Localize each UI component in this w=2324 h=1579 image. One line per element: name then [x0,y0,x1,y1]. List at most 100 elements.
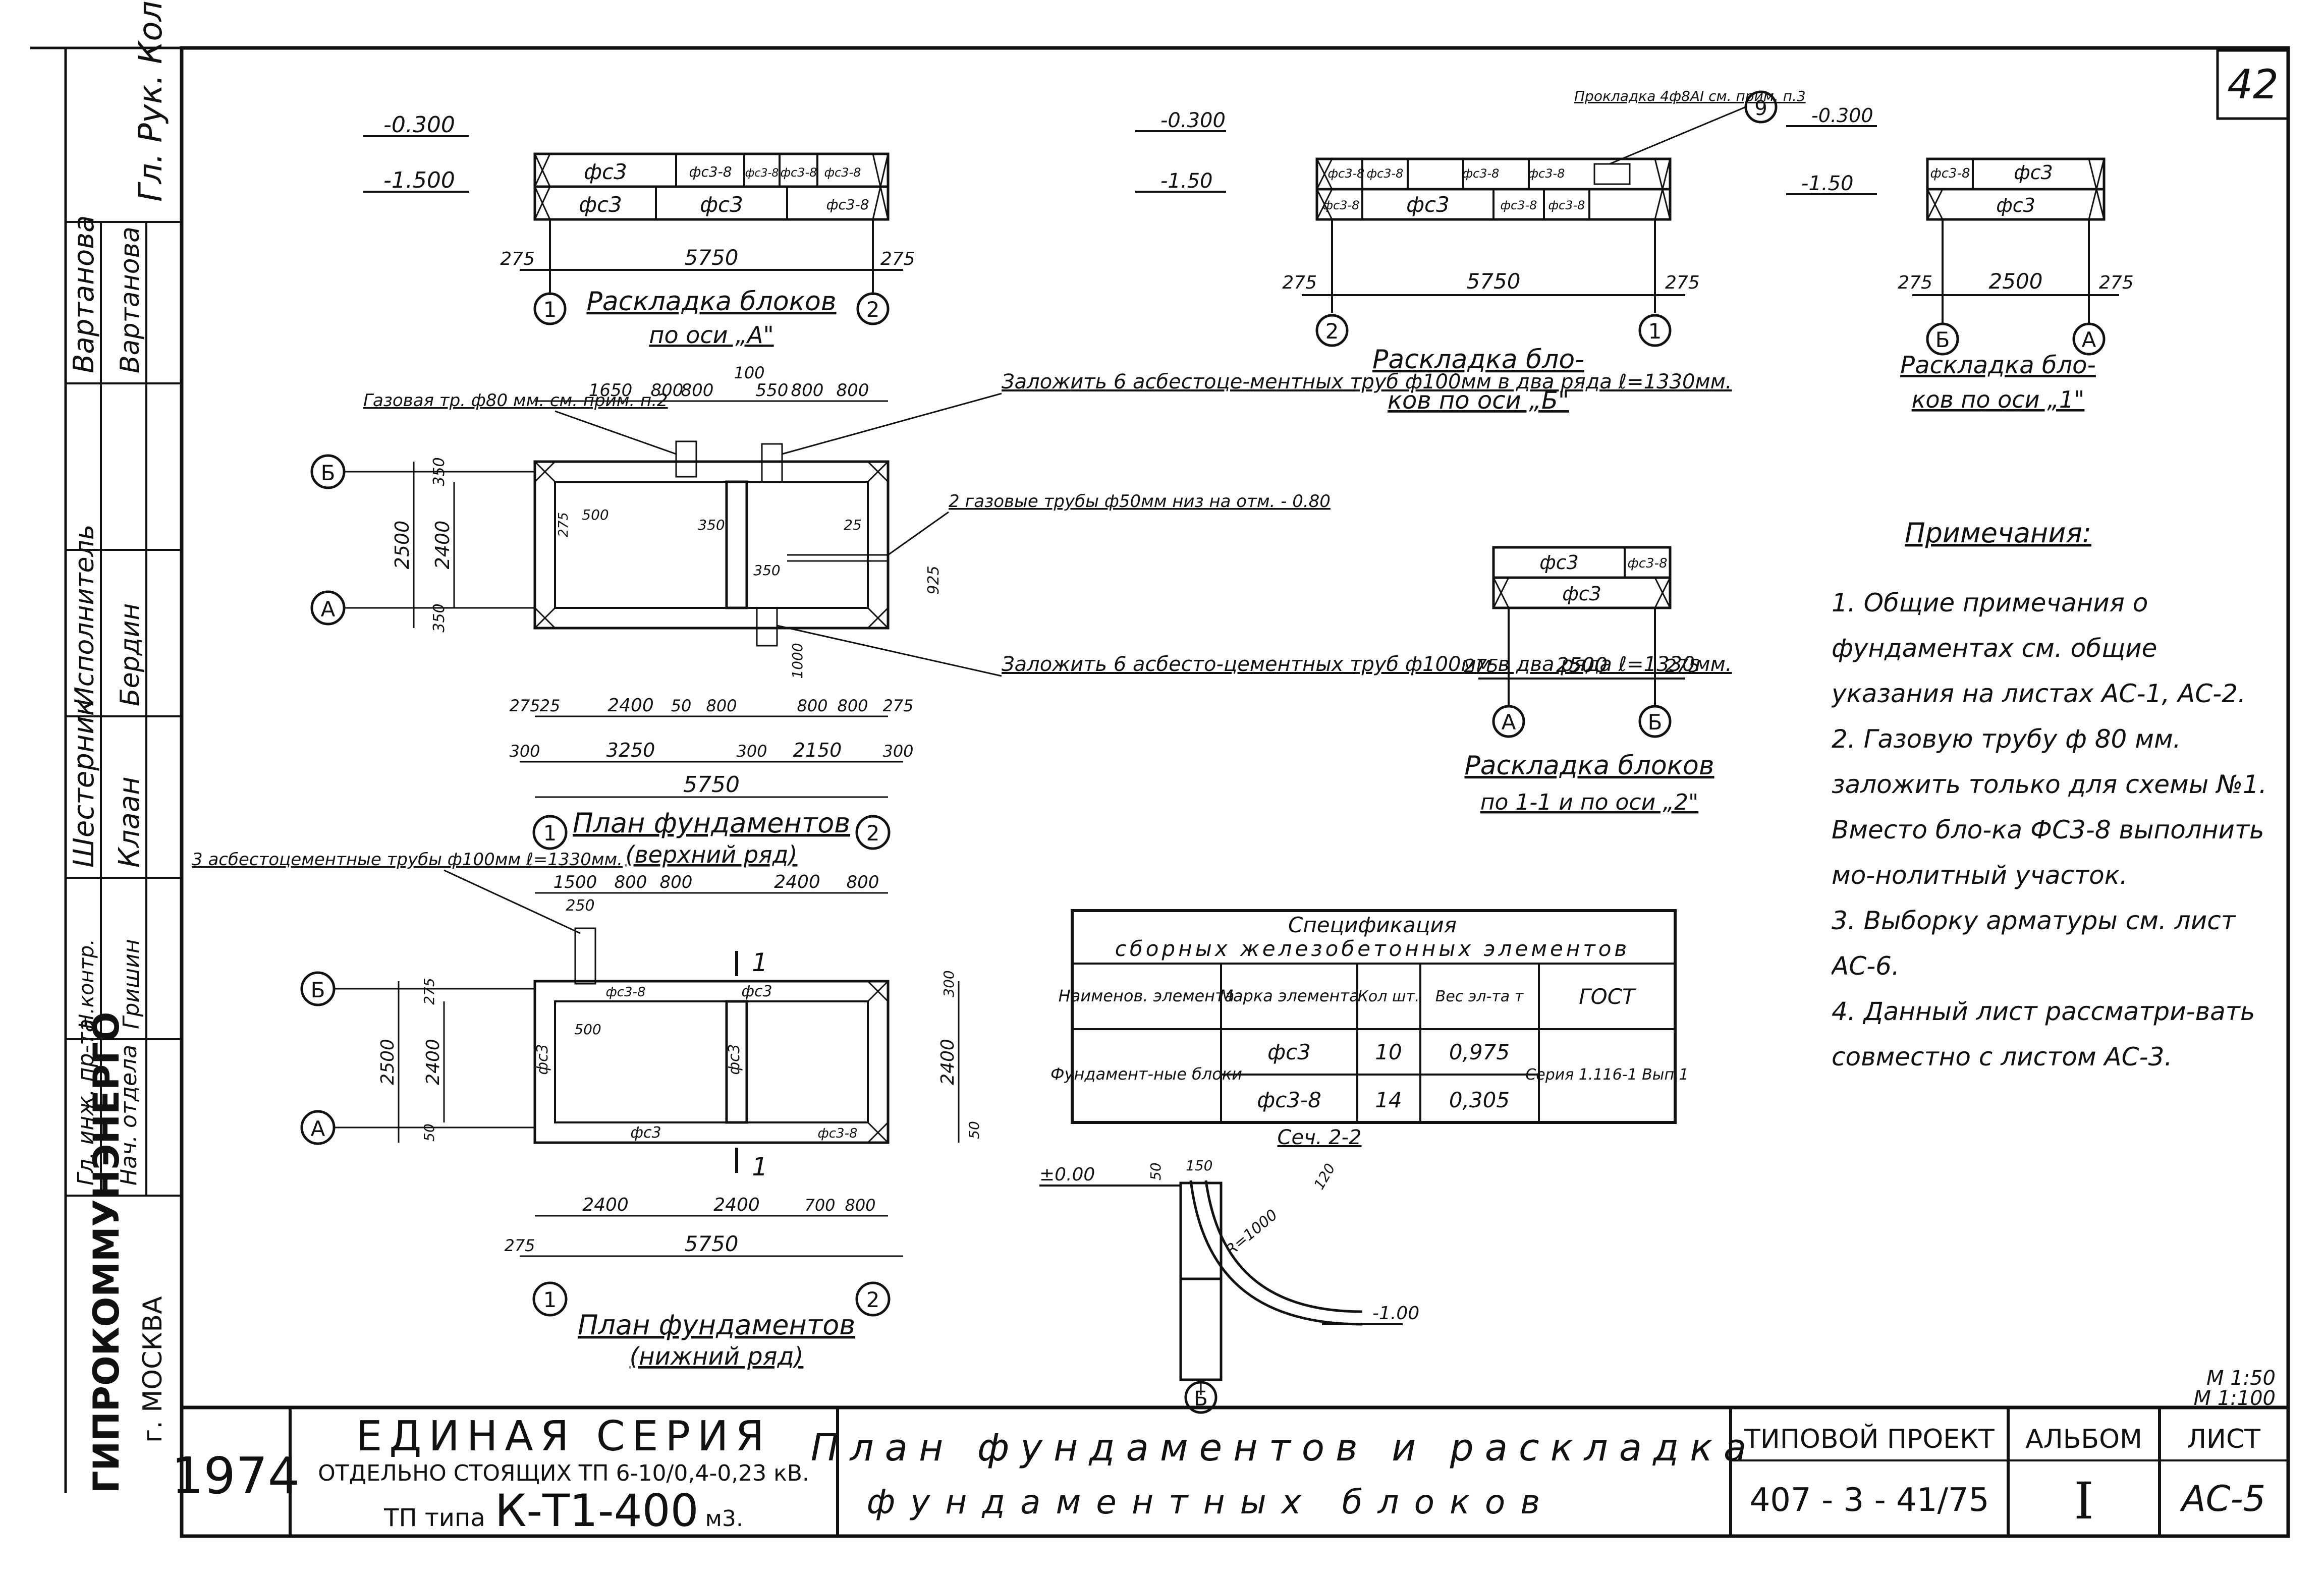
drawing-title-line2: фундаментных блоков [867,1483,1555,1521]
upper-top-dim-5: 550 [756,380,789,401]
axis-b-marker-left: 2 [1325,319,1339,344]
lower-top-dim-2: 800 [615,872,647,892]
tp-type-suffix: м3. [705,1506,743,1532]
axis-2-block-bot-1: фс3 [1562,583,1601,605]
series-subtitle: ОТДЕЛЬНО СТОЯЩИХ ТП 6-10/0,4-0,23 кВ. [318,1460,809,1486]
axis-a-dim-main: 5750 [685,245,739,270]
axis-b-level-bottom: -1.50 [1160,170,1213,193]
lower-inner-dim-1: 250 [566,897,594,915]
gas-pipe-note: Газовая тр. ф80 мм. см. прим. п.2 [363,390,668,411]
axis-1-level-top: -0.300 [1811,104,1873,127]
upper-bottom2-dim-4: 2150 [793,739,842,761]
axis-a-subtitle: по оси „А" [649,321,773,349]
note-item-1: 1. Общие примечания о фундаментах см. об… [1832,588,2246,708]
axis-1-marker-left: Б [1935,327,1950,352]
upper-inner-dim-1: 500 [582,506,608,523]
section-dim-4: 120 [1310,1161,1338,1193]
upper-bottom2-dim-5: 300 [882,742,913,761]
axis-1-level-bottom: -1.50 [1801,172,1854,195]
upper-top-dim-3: 800 [681,380,714,401]
lower-right-dim-2: 2400 [937,1039,958,1085]
album-label: АЛЬБОМ [2025,1424,2142,1454]
lower-bottom-dim-1: 2400 [582,1195,629,1215]
upper-bottom2-dim-2: 3250 [606,739,655,761]
lower-block-3: фс3 [741,983,772,1000]
plan-lower-row: фс3 фс3-8 фс3 фс3 фс3 фс3-8 1 1 1500 800… [192,850,982,1371]
axis-a-dim-left: 275 [500,249,535,269]
axis-a-block-top-4: фс3-8 [781,165,817,180]
upper-bottom-dim-2: 25 [540,696,561,715]
spec-row2-mark: фс3-8 [1257,1088,1321,1112]
axis-b-block-top-4: фс3-8 [1528,166,1565,181]
axis-a-dim-right: 275 [880,249,915,269]
axis-b-block-top-2: фс3-8 [1367,166,1404,181]
axis-a-block-bot-2: фс3 [700,192,743,217]
lower-left-dim-1: 275 [421,978,437,1004]
axis-2-dim-left: 275 [1464,656,1499,676]
lower-plan-subtitle: (нижний ряд) [630,1342,804,1371]
typical-project-value: 407 - 3 - 41/75 [1750,1482,1989,1519]
axis-b-block-bot-3: фс3-8 [1501,198,1537,212]
upper-plan-subtitle: (верхний ряд) [626,841,798,868]
spec-table: Спецификация сборных железобетонных элем… [1050,909,1689,1124]
upper-left-dim-2: 2500 [391,521,413,570]
upper-top-dim-1: 1650 [589,380,633,401]
axis-1-title: Раскладка бло- [1900,351,2096,379]
upper-axis-left: 1 [543,821,557,845]
note-item-3: 3. Выборку арматуры см. лист АС-6. [1832,906,2236,981]
lower-left-dim-2: 2500 [377,1039,398,1085]
lower-top-dim-3: 800 [660,872,693,892]
spec-group: Фундамент-ные блоки [1050,1064,1242,1084]
lower-pipe-note: 3 асбестоцементные трубы ф100мм ℓ=1330мм… [192,850,623,870]
drawing-title-line1: План фундаментов и раскладка [811,1426,1758,1470]
upper-inner-dim-6: 25 [844,517,862,533]
spec-header-mark: Марка элемента [1219,986,1359,1005]
title-year: 1974 [172,1446,300,1505]
axis-1-subtitle: ков по оси „1" [1912,386,2085,413]
section-level-bottom: -1.00 [1372,1303,1419,1324]
spec-title-line2: сборных железобетонных элементов [1115,936,1630,961]
upper-bottom2-dim-1: 300 [509,742,540,761]
lower-section-mark-top: 1 [752,948,768,977]
lower-block-2: фс3-8 [606,985,646,1000]
left-strip-name-3: Клаан [113,776,146,868]
section-level-top: ±0.00 [1039,1164,1095,1185]
section-dim-3: R=1000 [1223,1206,1281,1259]
lower-bottom-dim-3: 700 [804,1196,835,1215]
lower-bottom-dim-2: 2400 [713,1195,760,1215]
upper-right-dim: 925 [925,566,943,594]
notes-body: 1. Общие примечания о фундаментах см. об… [1832,588,2267,1072]
notes-title: Примечания: [1905,517,2091,549]
lower-total-left: 275 [504,1236,535,1255]
tp-type-prefix: ТП типа [383,1504,485,1532]
upper-top-dim-2: 800 [651,380,684,401]
lower-top-dim-4: 2400 [774,872,820,892]
sheet-number: 42 [2227,61,2279,108]
lower-block-1: фс3 [534,1044,551,1075]
axis-a-block-top-1: фс3 [584,159,627,184]
album-value: I [2074,1472,2094,1531]
spec-header-gost: ГОСТ [1579,984,1637,1009]
left-strip-role-3: Н.контр. [75,939,98,1029]
lower-axis-top: Б [311,978,325,1002]
note-item-4: 4. Данный лист рассматри-вать совместно … [1832,997,2255,1072]
upper-inner-dim-5: 275 [556,512,571,537]
layout-axis-2: фс3 фс3-8 фс3 275 2500 275 А Б Раскладка… [1464,546,1714,815]
lower-axis-bottom: А [311,1116,325,1141]
section-dim-2: 150 [1186,1157,1212,1174]
org-name: ГИПРОКОММУНЭНЕРГО [86,1012,127,1493]
axis-1-block-top-2: фс3 [2014,161,2053,184]
axis-b-block-top-1: фс3-8 [1328,166,1365,181]
axis-2-block-top-2: фс3-8 [1628,556,1668,571]
axis-b-subtitle: ков по оси „Б" [1388,386,1569,415]
axis-b-dim-main: 5750 [1467,269,1521,294]
section-dim-1: 50 [1147,1162,1164,1180]
axis-2-title: Раскладка блоков [1464,751,1714,781]
corner-stamp: Гл. Рук. Кол [132,1,170,202]
lower-inner-dim-2: 500 [574,1021,601,1038]
left-strip-name-4: Вартанова [115,227,145,373]
sheet-value: АС-5 [2180,1478,2266,1519]
axis-2-marker-left: А [1502,710,1516,735]
upper-bottom-dim-4: 50 [671,696,692,715]
